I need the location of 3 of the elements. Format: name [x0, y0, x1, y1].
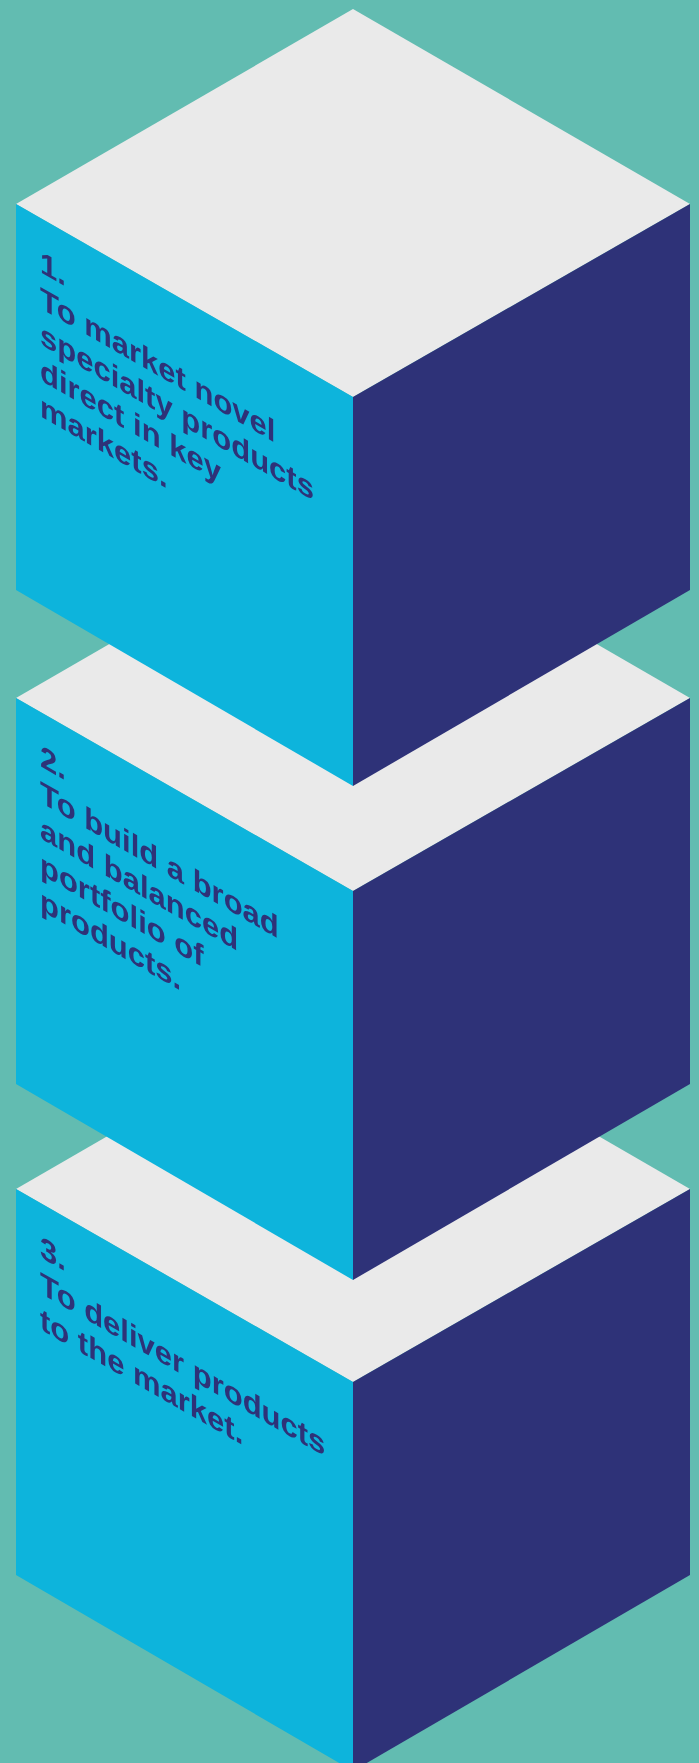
- step-number: 3.: [40, 1229, 67, 1279]
- step-number: 2.: [40, 738, 67, 788]
- step-number: 1.: [40, 244, 67, 294]
